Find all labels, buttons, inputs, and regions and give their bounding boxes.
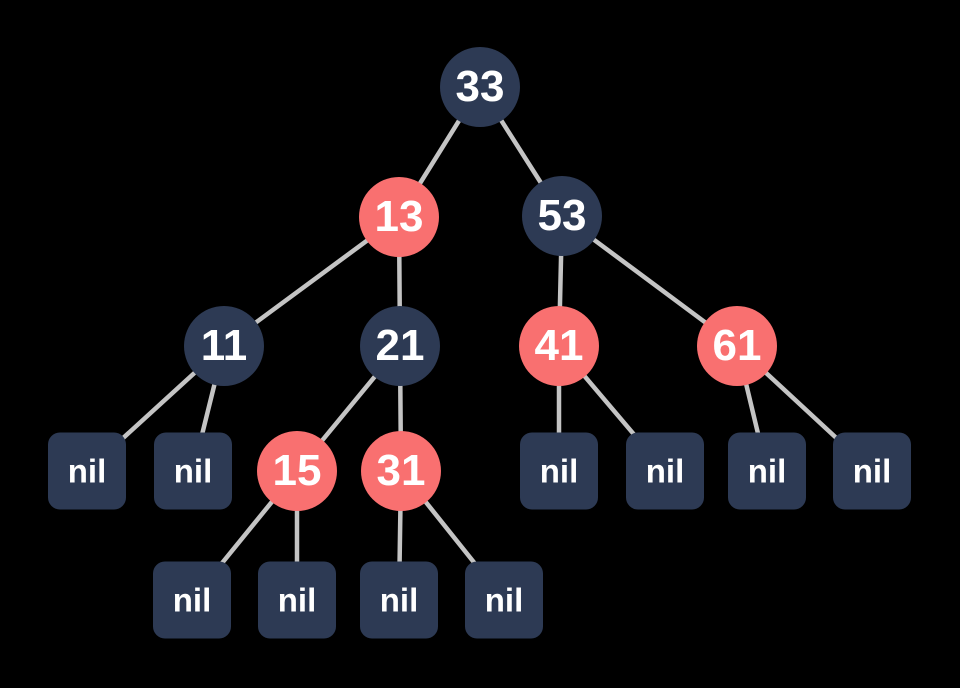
nil-leaf-node: nil	[153, 561, 231, 639]
nil-leaf-node: nil	[465, 561, 543, 639]
tree-node-11: 11	[184, 306, 264, 386]
nil-leaf-node: nil	[48, 432, 126, 510]
tree-node-31: 31	[361, 431, 441, 511]
nil-leaf-node: nil	[258, 561, 336, 639]
nil-leaf-node: nil	[360, 561, 438, 639]
nil-leaf-node: nil	[520, 432, 598, 510]
tree-node-15: 15	[257, 431, 337, 511]
nil-leaf-node: nil	[728, 432, 806, 510]
tree-node-13: 13	[359, 177, 439, 257]
tree-node-61: 61	[697, 306, 777, 386]
tree-node-41: 41	[519, 306, 599, 386]
tree-node-21: 21	[360, 306, 440, 386]
nil-leaf-node: nil	[154, 432, 232, 510]
tree-node-53: 53	[522, 176, 602, 256]
tree-node-33: 33	[440, 47, 520, 127]
nil-leaf-node: nil	[626, 432, 704, 510]
nil-leaf-node: nil	[833, 432, 911, 510]
